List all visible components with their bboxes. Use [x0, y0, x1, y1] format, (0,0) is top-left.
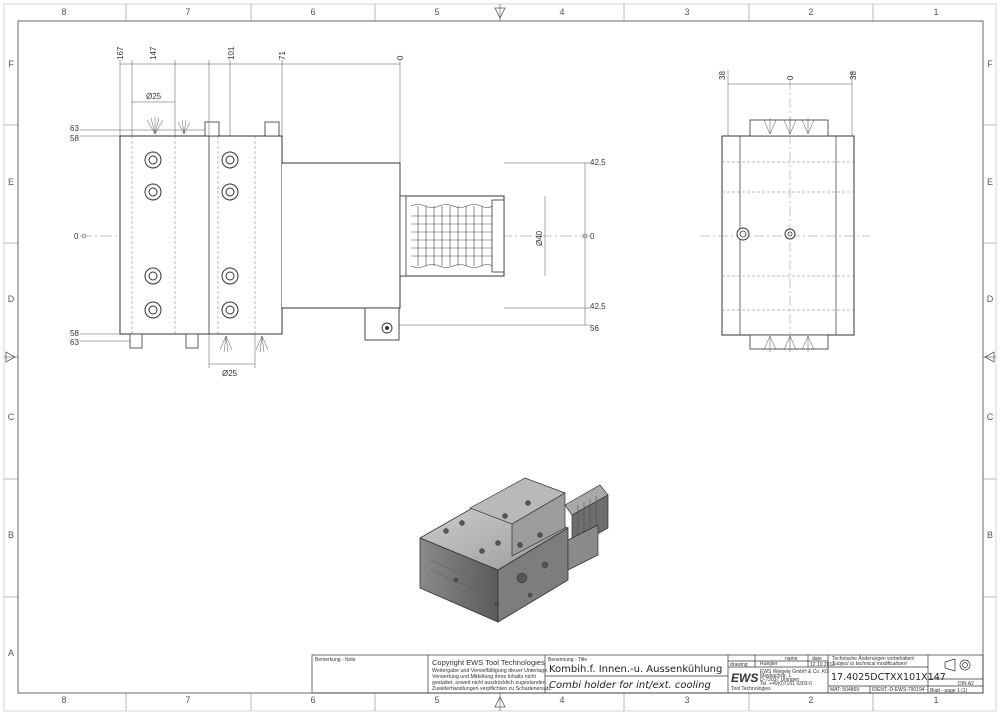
side-coolant-sprays — [763, 118, 815, 352]
serration — [410, 204, 493, 268]
zone-col-bottom: 8 — [61, 695, 66, 705]
zone-row-right: C — [987, 412, 994, 422]
zone-row-right: B — [987, 530, 993, 540]
changes-de: Technische Änderungen vorbehalten! — [832, 655, 915, 662]
zone-col-bottom: 1 — [933, 695, 938, 705]
row-drawing: drawing — [730, 662, 748, 668]
screw-heads — [144, 151, 239, 319]
copyright-line: Weitergabe und Vervielfältigung dieser U… — [432, 668, 549, 674]
zone-col-top: 4 — [559, 7, 564, 17]
copyright-line: gestattet, soweit nicht ausdrücklich zug… — [432, 680, 547, 686]
zone-row-left: B — [8, 530, 14, 540]
zone-row-right: E — [987, 177, 993, 187]
zone-col-bottom: 5 — [434, 695, 439, 705]
part-number: 17.4025DCTXX101X147 — [831, 672, 946, 683]
zone-row-right: F — [987, 59, 993, 69]
col-date: date — [812, 656, 822, 662]
isometric-view — [419, 477, 609, 623]
zone-col-bottom: 3 — [684, 695, 689, 705]
logo-sub: Tool Technologies — [731, 686, 771, 692]
company-line: EWS Weigele GmbH & Co. KG — [760, 669, 829, 675]
zone-col-top: 5 — [434, 7, 439, 17]
dim-right: 56 — [590, 324, 599, 333]
zone-col-top: 6 — [310, 7, 315, 17]
projection-symbol — [944, 658, 971, 672]
dim-left: 63 — [70, 124, 79, 133]
zone-col-bottom: 7 — [185, 695, 190, 705]
zone-col-bottom: 4 — [559, 695, 564, 705]
sheet: Blatt - page 1 (1) — [930, 688, 968, 694]
zone-row-left: D — [8, 294, 15, 304]
title-block: Bemerkung - Note Copyright EWS Tool Tech… — [311, 654, 984, 694]
designation-header: Benennung - Title — [548, 657, 587, 663]
dim-right: 0 — [590, 232, 595, 241]
zone-row-left: E — [8, 177, 14, 187]
dim-dia-top: Ø25 — [146, 92, 162, 101]
logo-text: EWS — [731, 671, 758, 685]
side-dim-top: 38 — [718, 71, 727, 80]
company-line: Maybachstr. 1 — [760, 673, 791, 679]
dim-top: 101 — [227, 46, 236, 60]
dim-top: 71 — [278, 51, 287, 60]
title-en: Combi holder for int/ext. cooling — [549, 680, 711, 691]
copyright-title: Copyright EWS Tool Technologies — [432, 658, 545, 667]
drawn-date: 12.10.2011 — [810, 662, 835, 668]
dim-shank: Ø40 — [535, 230, 544, 246]
company-line: D-73037 Uhingen — [760, 677, 799, 683]
drawn-name: Ruegler — [760, 661, 778, 667]
dim-left: 63 — [70, 338, 79, 347]
company-line: Tel. +49(0)7161 9303-0 — [760, 681, 812, 687]
side-dim-top: 38 — [849, 71, 858, 80]
zone-col-top: 1 — [933, 7, 938, 17]
dim-right: 42,5 — [590, 302, 606, 311]
coolant-sprays — [146, 117, 269, 353]
dim-left: 0 — [74, 232, 79, 241]
zone-col-bottom: 6 — [310, 695, 315, 705]
zone-row-left: F — [8, 59, 14, 69]
zone-col-top: 7 — [185, 7, 190, 17]
zone-col-top: 3 — [684, 7, 689, 17]
dim-left: 58 — [70, 134, 79, 143]
copyright-line: Zuwiderhandlungen verpflichten zu Schade… — [432, 686, 552, 692]
zone-col-top: 8 — [61, 7, 66, 17]
side-dim-top: 0 — [786, 75, 795, 80]
zone-markings: 8 7 6 5 4 3 2 1 8 7 6 5 4 3 2 1 F E D C … — [4, 4, 996, 711]
zone-col-bottom: 2 — [808, 695, 813, 705]
changes-en: Subject to technical modifications! — [832, 661, 908, 667]
dim-top: 147 — [149, 46, 158, 60]
zone-row-right: D — [987, 294, 994, 304]
zone-row-left: C — [8, 412, 15, 422]
ews-logo: EWS Tool Technologies — [731, 670, 771, 692]
dim-dia-bottom: Ø25 — [222, 369, 238, 378]
zone-col-top: 2 — [808, 7, 813, 17]
mat-no: MAT: 504869 — [830, 687, 859, 693]
zone-row-left: A — [8, 648, 14, 658]
ident: IDENT.-D-EWS-790194 - — [872, 687, 928, 693]
dim-top: 167 — [116, 46, 125, 60]
remark-header: Bemerkung - Note — [315, 657, 356, 663]
col-name: name — [785, 656, 798, 662]
dim-top: 0 — [396, 55, 405, 60]
side-view: 38 0 38 — [700, 70, 870, 352]
dim-right: 42,5 — [590, 158, 606, 167]
format: DIN A2 — [958, 681, 974, 687]
title-de: Kombih.f. Innen.-u. Aussenkühlung — [549, 664, 722, 675]
front-view: 167 147 101 71 0 Ø25 Ø25 63 58 0 58 63 4… — [70, 46, 606, 378]
copyright-line: Verwertung und Mitteilung ihres Inhalts … — [432, 674, 536, 680]
dim-left: 58 — [70, 329, 79, 338]
